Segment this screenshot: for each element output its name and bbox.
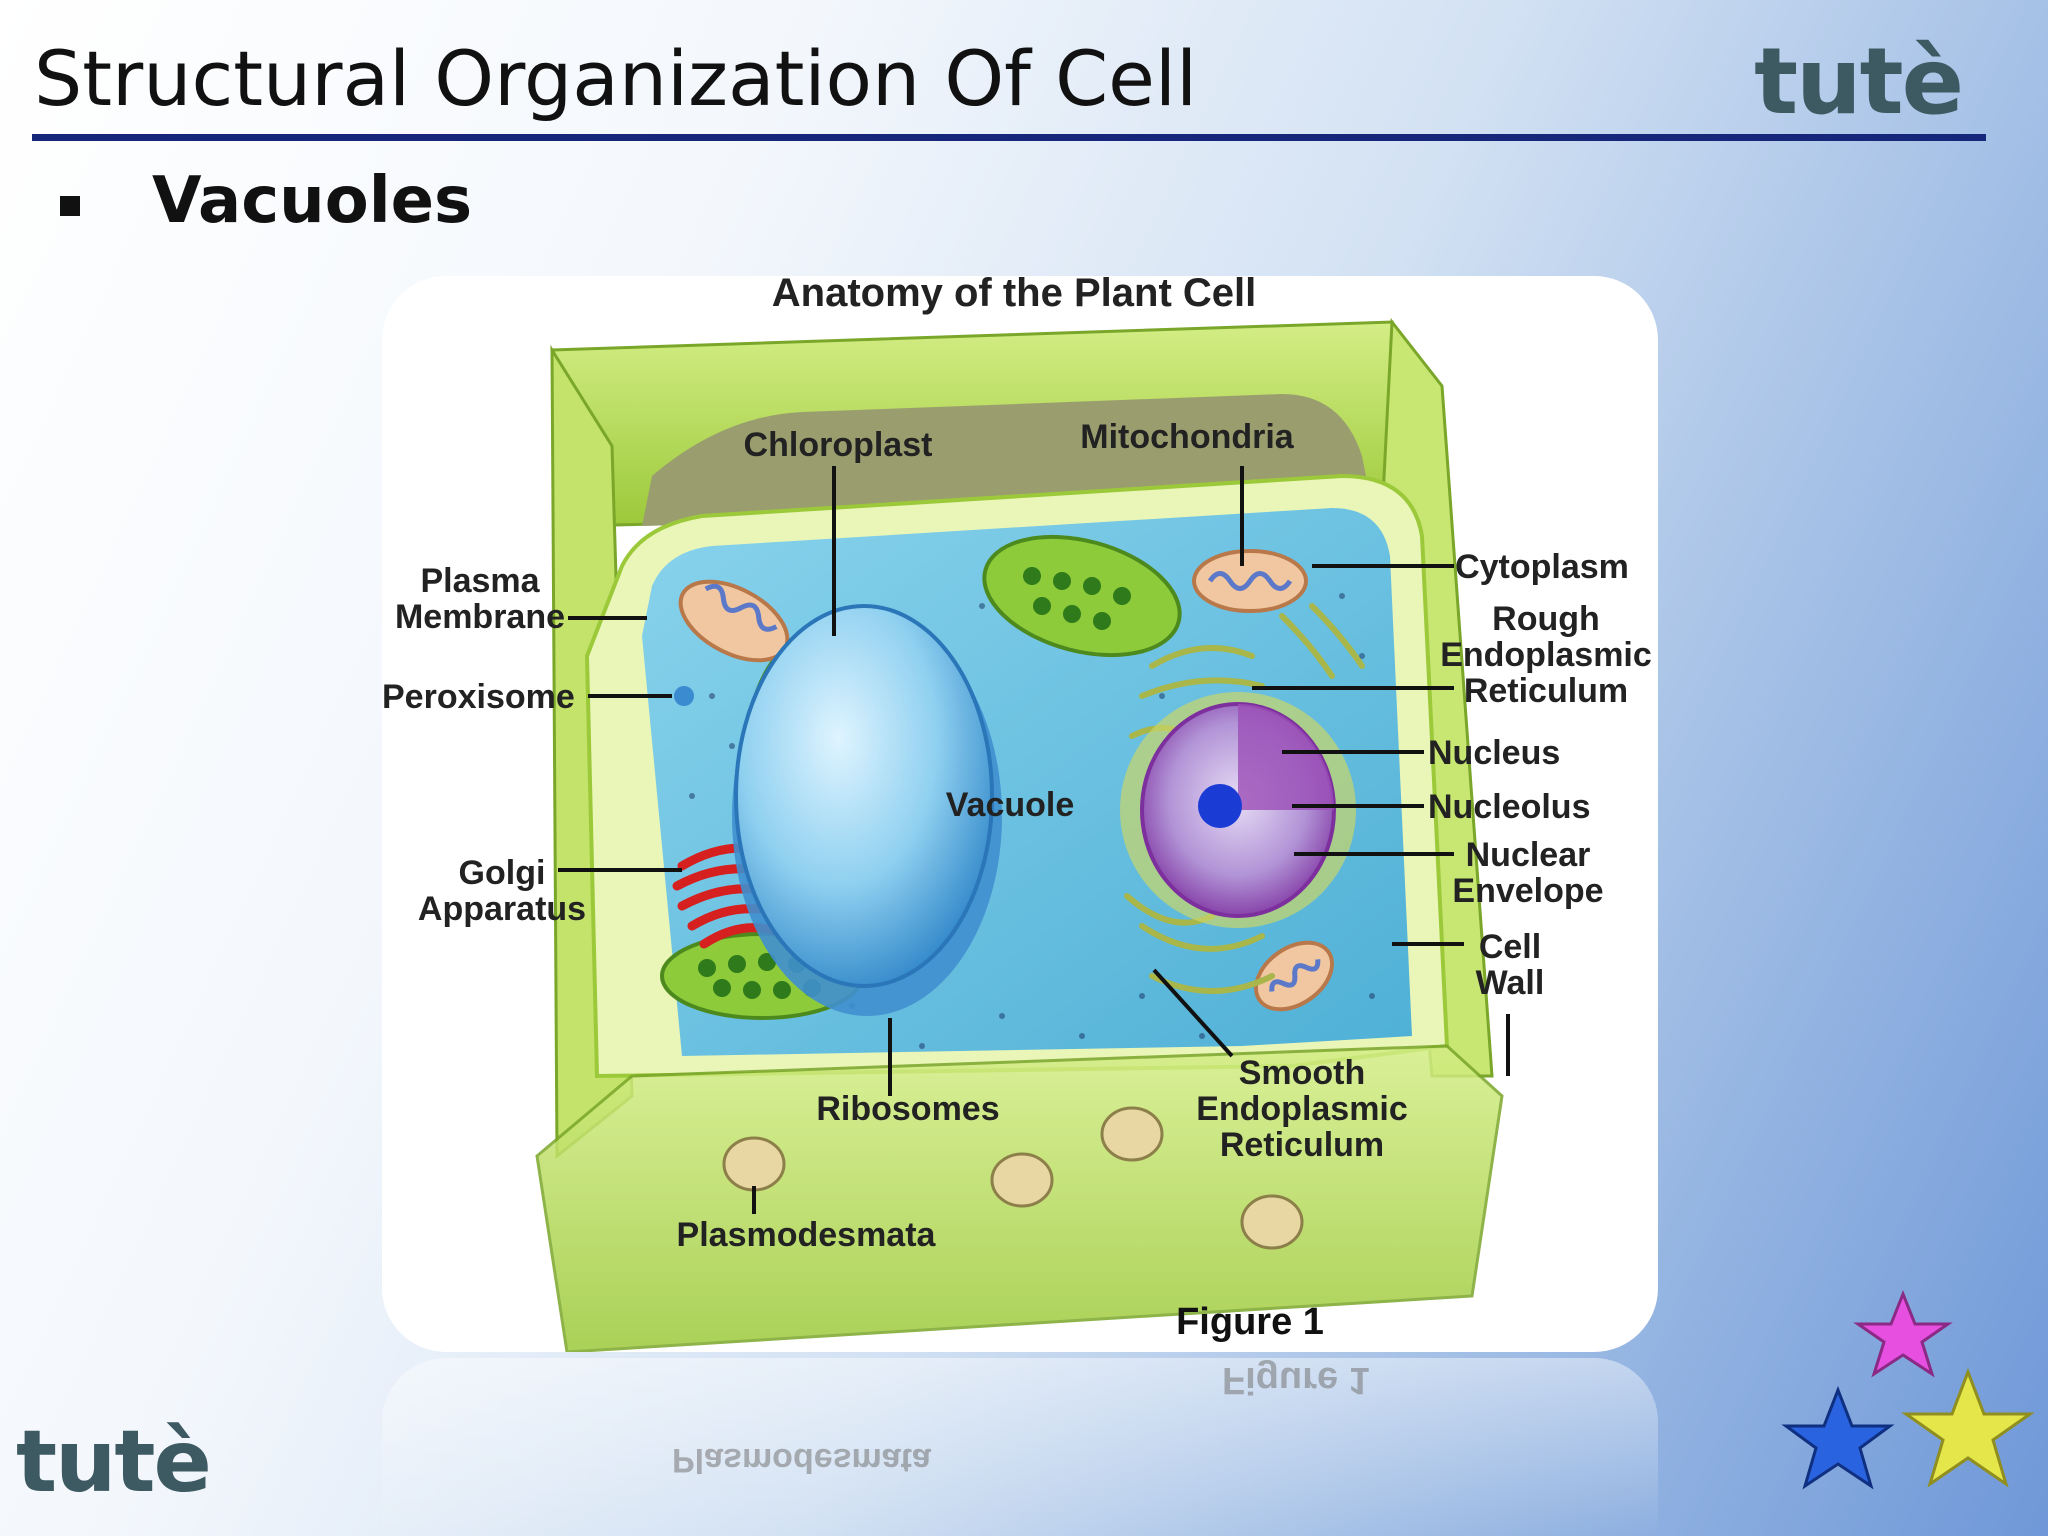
decorative-stars	[1781, 1289, 2035, 1490]
plasmodesmata-front	[722, 1106, 1304, 1250]
label-plasma-membrane-2: Membrane	[395, 598, 565, 636]
nucleus	[1120, 692, 1356, 928]
slide-title: Structural Organization Of Cell	[34, 34, 1198, 123]
label-plasma-membrane-1: Plasma	[420, 562, 540, 600]
tute-logo-footer: tutè	[16, 1412, 212, 1512]
mitochondrion-4	[1254, 940, 1334, 1012]
plant-cell-diagram: Anatomy of the Plant Cell	[382, 276, 1658, 1352]
label-mitochondria: Mitochondria	[1080, 418, 1295, 456]
label-smooth-er-2: Endoplasmic	[1196, 1090, 1408, 1128]
label-plasmodesmata: Plasmodesmata	[677, 1216, 937, 1254]
label-cell-wall-1: Cell	[1479, 928, 1541, 966]
tute-logo: tutè	[1754, 28, 1964, 135]
chloroplast-2	[982, 534, 1182, 658]
label-nuclear-envelope-1: Nuclear	[1466, 836, 1591, 874]
label-rough-er-2: Endoplasmic	[1440, 636, 1652, 674]
label-smooth-er-1: Smooth	[1239, 1054, 1366, 1092]
diagram-title: Anatomy of the Plant Cell	[772, 276, 1257, 315]
nucleolus	[1198, 784, 1242, 828]
bullet-vacuoles: Vacuoles	[152, 164, 473, 238]
label-peroxisome: Peroxisome	[382, 678, 575, 716]
label-cell-wall-2: Wall	[1476, 964, 1545, 1002]
reflection-figure-caption: Figure 1	[1222, 1359, 1370, 1401]
peroxisome-1	[674, 686, 694, 706]
star-yellow-icon	[1901, 1367, 2035, 1488]
mitochondrion-2	[1192, 549, 1308, 613]
label-nucleolus: Nucleolus	[1428, 788, 1590, 826]
reflection-plasmodesmata-label: Plasmodesmata	[672, 1441, 931, 1479]
label-golgi-2: Apparatus	[418, 890, 586, 928]
label-rough-er-1: Rough	[1492, 600, 1600, 638]
label-golgi-1: Golgi	[459, 854, 546, 892]
star-blue-icon	[1781, 1385, 1895, 1490]
diagram-reflection	[382, 1358, 1658, 1536]
label-nucleus: Nucleus	[1428, 734, 1560, 772]
label-smooth-er-3: Reticulum	[1220, 1126, 1384, 1164]
title-underline	[32, 134, 1986, 141]
label-rough-er-3: Reticulum	[1464, 672, 1628, 710]
bullet-marker	[60, 196, 80, 216]
label-cytoplasm: Cytoplasm	[1455, 548, 1629, 586]
label-ribosomes: Ribosomes	[816, 1090, 999, 1128]
label-leader-lines	[558, 466, 1510, 1214]
label-vacuole: Vacuole	[946, 786, 1075, 824]
figure-caption: Figure 1	[1176, 1301, 1324, 1343]
vacuole	[734, 604, 994, 988]
star-pink-icon	[1853, 1289, 1953, 1378]
label-chloroplast: Chloroplast	[744, 426, 933, 464]
label-nuclear-envelope-2: Envelope	[1452, 872, 1603, 910]
